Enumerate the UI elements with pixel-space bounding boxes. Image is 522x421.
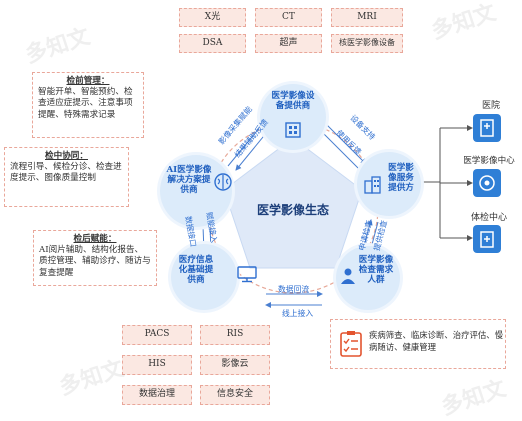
center-pentagon bbox=[223, 137, 363, 269]
center-label: 医学影像生态 bbox=[256, 203, 329, 217]
note-during-exam-title: 检中协同： bbox=[45, 151, 88, 161]
institution-label-imaging-center: 医学影像中心 bbox=[463, 156, 515, 166]
system-tag: RIS bbox=[200, 325, 270, 345]
hospital-icon bbox=[473, 114, 501, 142]
note-pre-exam-body: 智能开单、智能预约、检查适应症提示、注意事项提醒、特殊需求记录 bbox=[38, 87, 133, 120]
node-service-provider bbox=[357, 152, 421, 216]
equipment-tag: MRI bbox=[331, 8, 403, 27]
imaging-center-icon bbox=[473, 169, 501, 197]
scenarios-box: 疾病筛查、临床诊断、治疗评估、慢病随访、健康管理 bbox=[330, 319, 506, 369]
system-tag: 数据治理 bbox=[122, 385, 192, 405]
node-demand-group-label: 医学影像检查需求人群 bbox=[358, 255, 394, 285]
system-tag: PACS bbox=[122, 325, 192, 345]
note-during-exam-body: 流程引导、候检分诊、检查进度提示、图像质量控制 bbox=[10, 162, 122, 184]
edge-label-online-access: 线上接入 bbox=[282, 309, 314, 318]
equipment-tag: CT bbox=[255, 8, 322, 27]
node-ai-provider bbox=[160, 155, 232, 227]
note-post-exam-body: AI阅片辅助、结构化报告、质控管理、辅助诊疗、随访与复查提醒 bbox=[39, 245, 151, 278]
equipment-tag: DSA bbox=[179, 34, 246, 53]
edge-label-data-return: 数据回流 bbox=[278, 285, 310, 294]
equipment-tag: 核医学影像设备 bbox=[331, 34, 403, 53]
checklist-icon bbox=[340, 331, 362, 357]
note-during-exam: 检中协同： 流程引导、候检分诊、检查进度提示、图像质量控制 bbox=[4, 147, 129, 207]
city-icon bbox=[364, 176, 381, 194]
node-ai-provider-label: AI医学影像解决方案提供商 bbox=[166, 165, 212, 195]
system-tag: HIS bbox=[122, 355, 192, 375]
building-icon bbox=[285, 122, 301, 138]
equipment-panel: X光 CT MRI DSA 超声 核医学影像设备 bbox=[173, 4, 408, 56]
systems-panel: PACS RIS HIS 影像云 数据治理 信息安全 bbox=[118, 321, 276, 411]
note-post-exam-title: 检后赋能： bbox=[73, 234, 117, 244]
node-it-provider bbox=[171, 244, 237, 310]
node-it-provider-label: 医疗信息化基础提供商 bbox=[178, 255, 214, 285]
system-tag: 信息安全 bbox=[200, 385, 270, 405]
node-equipment-provider bbox=[260, 84, 326, 150]
node-equipment-provider-label: 医学影像设备提供商 bbox=[271, 91, 315, 111]
node-service-provider-label: 医学影像服务提供方 bbox=[388, 163, 414, 193]
note-post-exam: 检后赋能： AI阅片辅助、结构化报告、质控管理、辅助诊疗、随访与复查提醒 bbox=[33, 230, 157, 286]
scenarios-text: 疾病筛查、临床诊断、治疗评估、慢病随访、健康管理 bbox=[369, 330, 503, 353]
person-icon bbox=[341, 268, 355, 284]
note-pre-exam-title: 检前管理： bbox=[66, 76, 110, 86]
institution-label-hospital: 医院 bbox=[481, 101, 500, 111]
equipment-tag: X光 bbox=[179, 8, 246, 27]
checkup-center-icon bbox=[473, 225, 501, 253]
node-demand-group bbox=[336, 246, 400, 310]
brain-icon bbox=[214, 173, 232, 191]
institution-label-checkup-center: 体检中心 bbox=[470, 213, 507, 223]
system-tag: 影像云 bbox=[200, 355, 270, 375]
equipment-tag: 超声 bbox=[255, 34, 322, 53]
note-pre-exam: 检前管理： 智能开单、智能预约、检查适应症提示、注意事项提醒、特殊需求记录 bbox=[32, 72, 144, 138]
monitor-icon bbox=[237, 266, 257, 283]
